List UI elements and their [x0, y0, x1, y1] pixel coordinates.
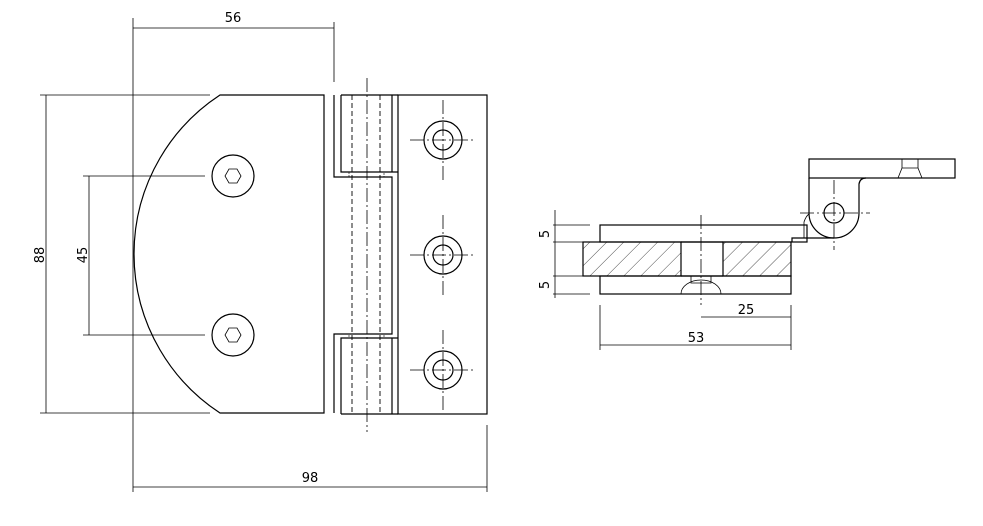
left-leaf-knuckle — [333, 95, 393, 413]
glass-panel-right — [722, 241, 792, 277]
svg-text:45: 45 — [76, 247, 91, 264]
hex-bolt-top — [211, 154, 255, 198]
hex-bolt-bottom — [211, 313, 255, 357]
front-view: 56 98 88 45 — [33, 11, 488, 492]
bottom-plate — [599, 275, 792, 295]
svg-text:88: 88 — [33, 247, 48, 264]
dimension-56: 56 — [132, 11, 335, 492]
top-plate — [599, 224, 808, 243]
left-leaf-outline — [133, 94, 325, 414]
dimension-45: 45 — [76, 175, 205, 336]
section-view: 5 5 25 53 — [538, 158, 956, 350]
dimension-88: 88 — [33, 94, 210, 414]
dimension-98: 98 — [133, 425, 488, 492]
right-leaf — [397, 94, 488, 415]
glass-panel-left — [582, 241, 682, 277]
dimension-5-bottom: 5 — [538, 275, 590, 295]
screw-hole-1 — [410, 100, 476, 180]
dimension-53: 53 — [599, 305, 791, 350]
screw-hole-2 — [410, 215, 476, 295]
svg-text:5: 5 — [538, 230, 553, 238]
svg-text:53: 53 — [688, 331, 705, 346]
svg-text:56: 56 — [225, 11, 242, 26]
screw-hole-3 — [410, 330, 476, 410]
hinge-knuckle — [791, 158, 956, 250]
dimension-25: 25 — [701, 303, 792, 350]
svg-text:25: 25 — [738, 303, 755, 318]
svg-text:5: 5 — [538, 281, 553, 289]
dimension-5-top: 5 — [538, 210, 590, 298]
svg-text:98: 98 — [302, 471, 319, 486]
